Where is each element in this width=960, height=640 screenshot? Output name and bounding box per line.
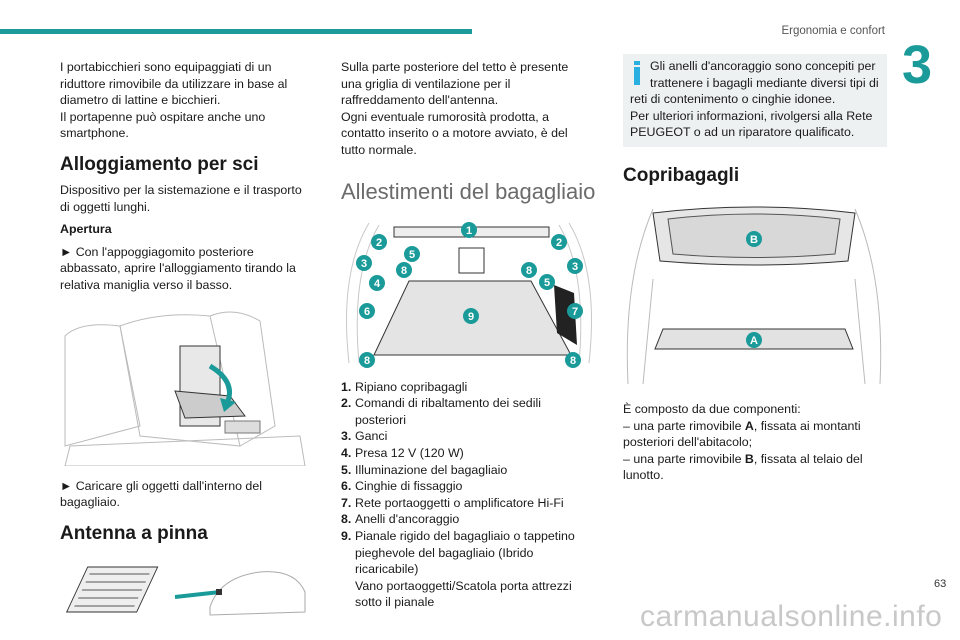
boot-fittings-heading: Allestimenti del bagagliaio <box>341 178 596 204</box>
info-text: Gli anelli d'ancoraggio sono concepiti p… <box>630 59 879 107</box>
badge-3: 3 <box>361 258 367 270</box>
badge-5: 5 <box>544 277 550 289</box>
badge-8: 8 <box>364 355 370 367</box>
ski-text: Dispositivo per la sistemazione e il tra… <box>60 182 302 214</box>
loading-step: ► Caricare gli oggetti dall'interno del … <box>60 478 262 510</box>
list-item: 3.Ganci <box>341 429 388 444</box>
watermark: carmanualsonline.info <box>640 600 943 633</box>
boot-fittings-list: 1.Ripiano copribagagli 2.Comandi di riba… <box>341 379 591 611</box>
opening-step: ► Con l'appoggiagomito posteriore abbass… <box>60 244 296 292</box>
badge-3: 3 <box>572 261 578 273</box>
column-1: I portabicchieri sono equipaggiati di un… <box>60 59 310 634</box>
component-b: – una parte rimovibile B, fissata al tel… <box>623 451 863 483</box>
list-item: 9.Pianale rigido del bagagliaio o tappet… <box>341 528 575 610</box>
info-icon <box>634 61 640 85</box>
badge-1: 1 <box>466 225 472 237</box>
chapter-number: 3 <box>902 35 933 95</box>
components-intro: È composto da due componenti: <box>623 401 801 416</box>
callout-badges <box>356 221 583 368</box>
column-2: Sulla parte posteriore del tetto è prese… <box>341 59 596 611</box>
list-item: 7.Rete portaoggetti o amplificatore Hi-F… <box>341 495 564 510</box>
badge-2: 2 <box>556 237 562 249</box>
badge-8: 8 <box>401 265 407 277</box>
column-3: Gli anelli d'ancoraggio sono concepiti p… <box>623 54 887 484</box>
list-item: 5.Illuminazione del bagagliaio <box>341 462 508 477</box>
opening-subheading: Apertura <box>60 222 112 237</box>
badge-4: 4 <box>374 278 381 290</box>
penholder-text: Il portapenne può ospitare anche uno sma… <box>60 109 266 141</box>
badge-a: A <box>750 335 758 347</box>
list-item: 8.Anelli d'ancoraggio <box>341 512 460 527</box>
list-item: 6.Cinghie di fissaggio <box>341 479 463 494</box>
badge-b: B <box>750 234 758 246</box>
info-text: Per ulteriori informazioni, rivolgersi a… <box>630 108 873 140</box>
list-item: 4.Presa 12 V (120 W) <box>341 445 464 460</box>
badge-8: 8 <box>526 265 532 277</box>
badge-7: 7 <box>572 306 578 318</box>
info-box: Gli anelli d'ancoraggio sono concepiti p… <box>623 54 887 147</box>
badge-6: 6 <box>364 306 370 318</box>
list-item: 1.Ripiano copribagagli <box>341 379 468 394</box>
component-a: – una parte rimovibile A, fissata ai mon… <box>623 418 861 450</box>
section-title: Ergonomia e confort <box>781 25 885 37</box>
ski-heading: Alloggiamento per sci <box>60 153 259 175</box>
badge-2: 2 <box>376 237 382 249</box>
badge-8: 8 <box>570 355 576 367</box>
antenna-heading: Antenna a pinna <box>60 522 208 544</box>
list-item: 2.Comandi di ribaltamento dei sedili pos… <box>341 396 541 427</box>
badge-5: 5 <box>409 249 415 261</box>
boot-fittings-diagram: 1 2 2 3 3 4 5 5 6 7 8 8 8 8 9 <box>346 221 592 368</box>
parcel-shelf-heading: Copribagagli <box>623 164 740 186</box>
parcel-shelf-illustration: B A <box>626 206 882 385</box>
noise-text: Ogni eventuale rumorosità prodotta, a co… <box>341 109 568 157</box>
page-number: 63 <box>934 578 947 590</box>
badge-9: 9 <box>468 311 474 323</box>
cupholder-text: I portabicchieri sono equipaggiati di un… <box>60 60 288 108</box>
header-accent-bar <box>0 29 472 34</box>
roof-vent-text: Sulla parte posteriore del tetto è prese… <box>341 60 569 108</box>
ski-hatch-illustration <box>64 311 306 466</box>
antenna-illustration <box>65 566 306 616</box>
